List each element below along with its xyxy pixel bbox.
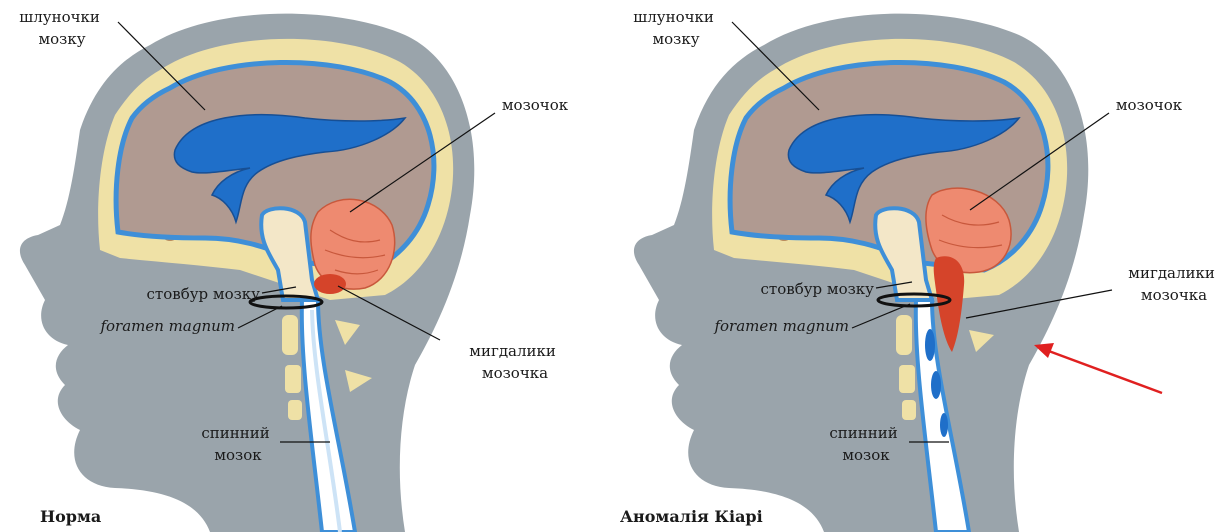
- label-cerebellum-normal: мозочок: [502, 96, 569, 114]
- label-brainstem-chiari: стовбур мозку: [761, 280, 875, 298]
- label-ventricles-chiari: шлуночки мозку: [633, 8, 718, 48]
- caption-normal: Норма: [40, 507, 101, 526]
- arrow-indicator: [1034, 343, 1162, 393]
- panel-chiari: шлуночки мозку мозочок стовбур мозку for…: [620, 8, 1220, 532]
- tonsils-normal: [314, 274, 346, 294]
- label-brainstem-normal: стовбур мозку: [147, 285, 261, 303]
- label-cerebellum-chiari: мозочок: [1116, 96, 1183, 114]
- label-ventricles-normal: шлуночки мозку: [19, 8, 104, 48]
- panel-normal: шлуночки мозку мозочок стовбур мозку for…: [19, 8, 568, 532]
- caption-chiari: Аномалія Кіарі: [620, 507, 763, 526]
- label-tonsils-normal: мигдалики мозочка: [469, 342, 560, 382]
- label-foramen-normal: foramen magnum: [99, 317, 235, 335]
- label-tonsils-chiari: мигдалики мозочка: [1128, 264, 1219, 304]
- label-foramen-chiari: foramen magnum: [713, 317, 849, 335]
